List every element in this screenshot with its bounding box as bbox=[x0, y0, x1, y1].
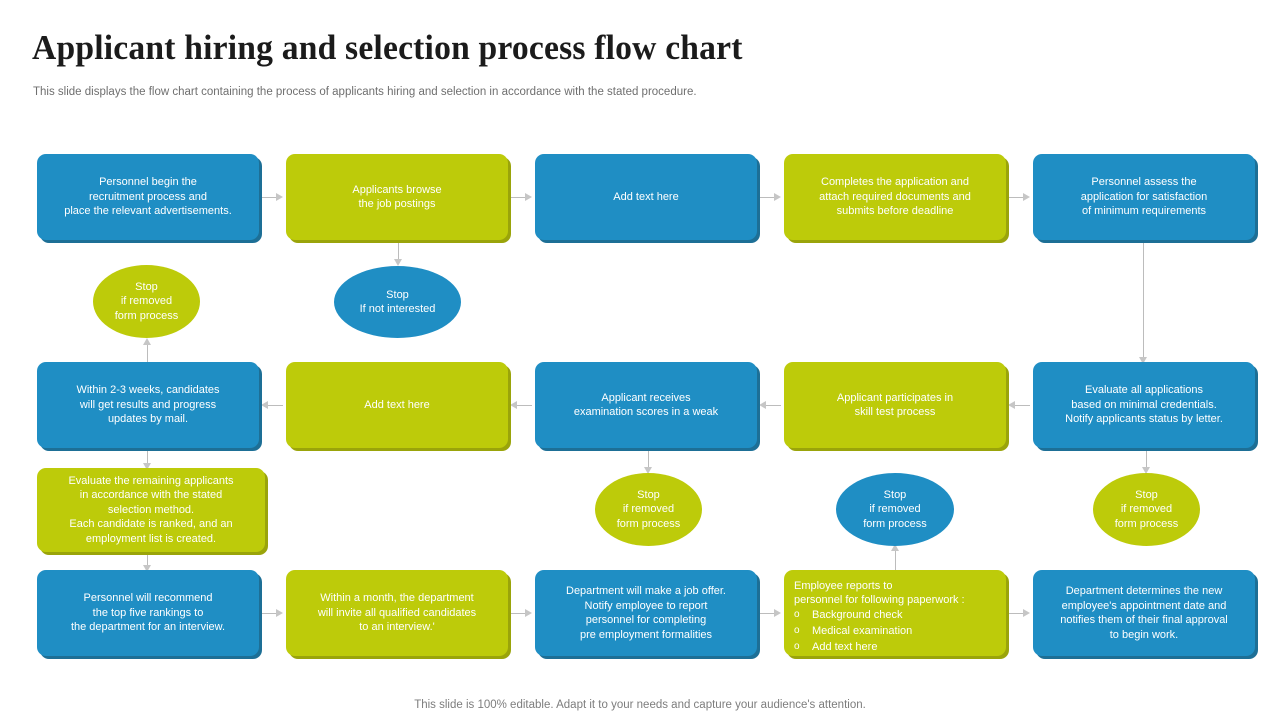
bullet-marker-icon: o bbox=[794, 609, 800, 620]
connector-r2c2-to-r2c1 bbox=[261, 398, 283, 412]
bullet-label: Background check bbox=[812, 609, 903, 621]
node-text: Department will make a job offer.Notify … bbox=[566, 585, 726, 641]
connector-r1c2-to-r1c3 bbox=[510, 190, 532, 204]
connector-r1c3-to-r1c4 bbox=[759, 190, 781, 204]
bullet-label: Medical examination bbox=[812, 625, 913, 637]
connector-r3c4-to-stop4 bbox=[888, 544, 902, 570]
connector-r3c4-to-r3c5 bbox=[1008, 606, 1030, 620]
node-text: Add text here bbox=[364, 398, 430, 411]
connector-stop1-to-r2c1 bbox=[140, 338, 154, 364]
connector-r3c1-to-r3c2 bbox=[261, 606, 283, 620]
connector-r3c3-to-r3c4 bbox=[759, 606, 781, 620]
connector-r3c2-to-r3c3 bbox=[510, 606, 532, 620]
page-subtitle: This slide displays the flow chart conta… bbox=[33, 86, 697, 98]
footer-note: This slide is 100% editable. Adapt it to… bbox=[414, 699, 866, 711]
bullet-item: o Medical examination bbox=[794, 623, 996, 639]
page-title: Applicant hiring and selection process f… bbox=[32, 28, 743, 67]
node-department-job-offer[interactable]: Department will make a job offer.Notify … bbox=[535, 570, 757, 656]
connector-r2c5-to-stop5 bbox=[1139, 448, 1153, 474]
node-add-text-here-row2[interactable]: Add text here bbox=[286, 362, 508, 448]
connector-r2c3-to-stop3 bbox=[641, 448, 655, 474]
connector-r1c2-to-stop2 bbox=[391, 240, 405, 266]
bullet-marker-icon: o bbox=[794, 625, 800, 636]
bullet-label: Add text here bbox=[812, 641, 878, 653]
bullet-marker-icon: o bbox=[794, 641, 800, 652]
connector-evaluate-to-r3c1 bbox=[140, 550, 154, 572]
connector-r1c1-to-r1c2 bbox=[261, 190, 283, 204]
node-add-text-here-row1[interactable]: Add text here bbox=[535, 154, 757, 240]
connector-r1c4-to-r1c5 bbox=[1008, 190, 1030, 204]
connector-r2c3-to-r2c2 bbox=[510, 398, 532, 412]
connector-r2c4-to-r2c3 bbox=[759, 398, 781, 412]
connector-r2c1-to-evaluate bbox=[140, 448, 154, 470]
connector-r1c5-to-r2c5 bbox=[1136, 240, 1150, 364]
connector-r2c5-to-r2c4 bbox=[1008, 398, 1030, 412]
node-text: Add text here bbox=[613, 190, 679, 203]
bullet-item: o Background check bbox=[794, 607, 996, 623]
bullet-item: o Add text here bbox=[794, 639, 996, 655]
